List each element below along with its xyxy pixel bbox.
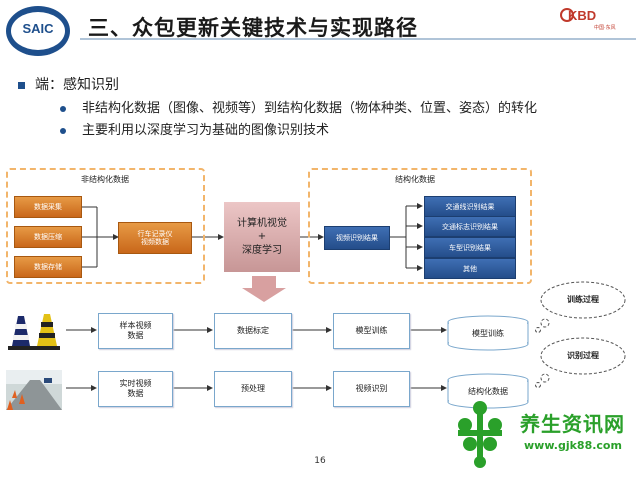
watermark-figure-icon [458,401,502,468]
output-box-vehicle: 车型识别结果 [424,237,516,258]
traffic-cone-icon [34,314,60,350]
input-box-store: 数据存储 [14,256,82,278]
train-cloud-shape [535,281,626,333]
unstructured-group-title: 非结构化数据 [81,175,129,184]
road-scene-image [6,370,62,410]
page-number: 16 [314,456,326,466]
bullet-level1: 端：感知识别 [18,74,119,94]
structured-group-title: 结构化数据 [395,175,435,184]
infer-result-label: 结构化数据 [468,387,508,396]
recorder-video-box: 行车记录仪视频数据 [118,222,192,254]
dot-bullet-icon [60,105,66,112]
output-box-sign: 交通标志识别结果 [424,216,516,237]
watermark-title: 养生资讯网 [520,412,625,436]
input-box-compress: 数据压缩 [14,226,82,248]
infer-cloud-shape [535,337,626,388]
traffic-cone-icon [8,316,34,350]
watermark-url: www.gjk88.com [524,439,622,452]
video-result-box: 视频识别结果 [324,226,390,250]
dot-bullet-icon [60,127,66,134]
infer-cloud-label: 识别过程 [567,351,599,360]
train-model-box: 模型训练 [333,313,410,349]
infer-cylinder-shape [447,373,529,409]
bullet-level2-2: 主要利用以深度学习为基础的图像识别技术 [60,119,329,138]
train-cylinder-shape [447,315,529,351]
structured-group [308,168,532,284]
unstructured-group [6,168,205,284]
input-box-collect: 数据采集 [14,196,82,218]
saic-logo-text: SAIC [22,21,54,36]
infer-preprocess-box: 预处理 [214,371,292,407]
train-sample-video-box: 样本视频 数据 [98,313,173,349]
train-result-label: 模型训练 [472,329,504,338]
cv-deep-learning-box: 计算机视觉 + 深度学习 [224,202,300,272]
kbd-logo-text: KBD [568,8,597,23]
bullet-level2-1: 非结构化数据（图像、视频等）到结构化数据（物体种类、位置、姿态）的转化 [60,97,537,116]
page-title: 三、众包更新关键技术与实现路径 [88,16,418,40]
square-bullet-icon [18,81,25,89]
train-labeling-box: 数据标定 [214,313,292,349]
output-box-lane: 交通线识别结果 [424,196,516,217]
infer-realtime-video-box: 实时视频 数据 [98,371,173,407]
infer-recognition-box: 视频识别 [333,371,410,407]
title-divider [80,38,636,40]
output-box-other: 其他 [424,258,516,279]
kbd-logo-subtext: 中国·东风 [594,25,616,31]
saic-logo: SAIC [6,6,70,56]
train-cloud-label: 训练过程 [567,295,599,304]
kbd-logo-icon [560,8,574,22]
